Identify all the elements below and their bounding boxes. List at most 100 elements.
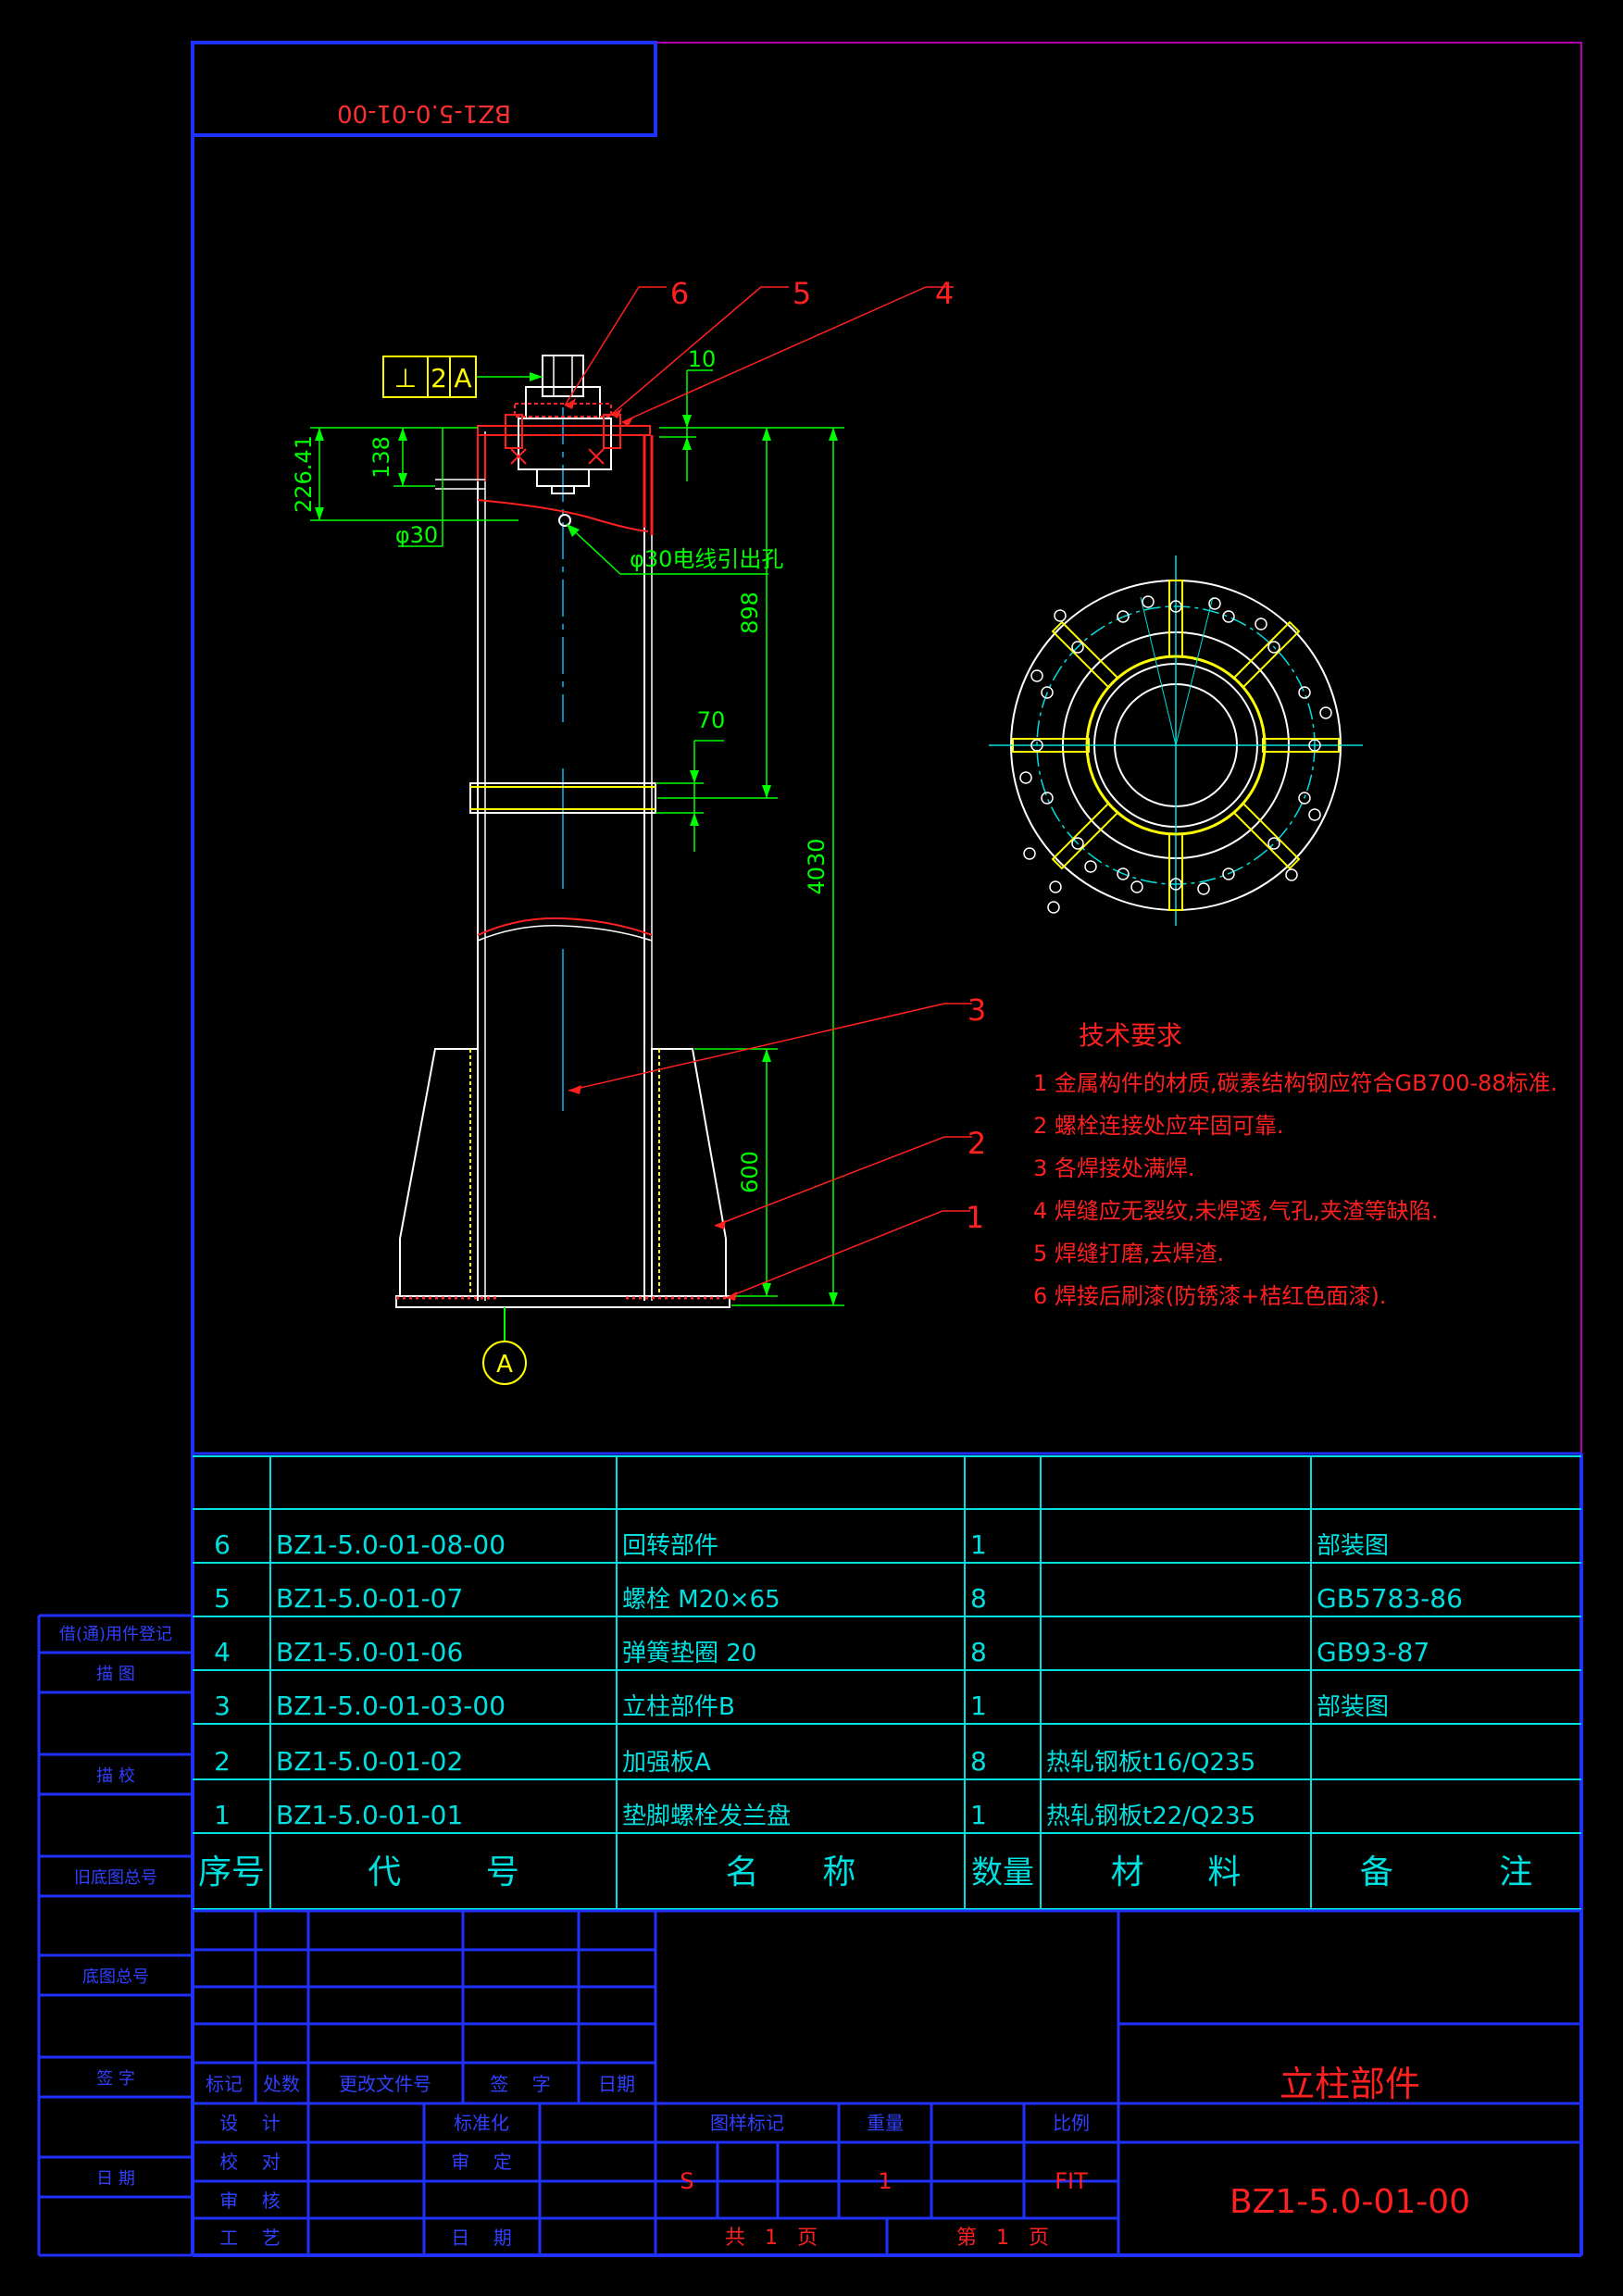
balloon-arrows [565, 398, 737, 1301]
sign-process: 工 艺 [219, 2227, 280, 2249]
bom-row-2-qty: 8 [970, 1583, 987, 1614]
bom-row-2-no: 5 [214, 1583, 231, 1614]
dim-600: 600 [737, 1151, 763, 1193]
bom-row: 3 BZ1-5.0-01-03-00 立柱部件B 1 部装图 [214, 1691, 1389, 1721]
dim-226: 226.41 [291, 435, 317, 513]
side-label-borrowed: 借(通)用件登记 [59, 1625, 172, 1644]
tolerance-symbol: ⊥ [394, 363, 417, 393]
bom-row-2-code: BZ1-5.0-01-07 [276, 1583, 463, 1614]
bom-row-4-no: 3 [214, 1691, 231, 1721]
sign-date: 日 期 [451, 2227, 511, 2249]
bom-header-material: 材 料 [1111, 1853, 1242, 1891]
bom-grid [193, 1455, 1581, 1910]
bom-header-code: 代 号 [368, 1853, 519, 1891]
dim-phi30: φ30 [395, 522, 438, 548]
part-name: 立柱部件 [1280, 2064, 1420, 2104]
rev-header-date: 日期 [598, 2073, 635, 2095]
drawing-number: BZ1-5.0-01-00 [1230, 2183, 1470, 2221]
stage-header-weight: 重量 [867, 2112, 904, 2134]
tech-item-1: 1 金属构件的材质,碳素结构钢应符合GB700-88标准. [1033, 1070, 1557, 1096]
tech-title: 技术要求 [1079, 1020, 1182, 1051]
rev-header-sign: 签 字 [490, 2073, 550, 2095]
side-label-check: 描 校 [96, 1766, 135, 1786]
dim-70: 70 [697, 707, 726, 733]
bom-header-qty: 数量 [971, 1854, 1034, 1891]
side-label-sign: 签 字 [96, 2069, 135, 2089]
dim-4030: 4030 [804, 838, 830, 894]
sign-approve: 审 定 [451, 2151, 511, 2173]
bom-row-1-no: 6 [214, 1529, 231, 1560]
bom-row-3-code: BZ1-5.0-01-06 [276, 1637, 463, 1667]
datum-label: A [496, 1351, 513, 1379]
flange-top-view [989, 555, 1363, 926]
tech-item-5: 5 焊缝打磨,去焊渣. [1033, 1241, 1224, 1267]
column-front-view [395, 355, 730, 1308]
bom-row: 1 BZ1-5.0-01-01 垫脚螺栓发兰盘 1 热轧钢板t22/Q235 [214, 1800, 1255, 1830]
sheets-total: 共 1 页 [725, 2227, 818, 2250]
scale-value: FIT [1055, 2168, 1088, 2194]
bom-row: 2 BZ1-5.0-01-02 加强板A 8 热轧钢板t16/Q235 [214, 1746, 1255, 1777]
rev-header-mark: 标记 [206, 2073, 243, 2095]
bom-row-6-no: 1 [214, 1800, 231, 1830]
title-block-grid [193, 1909, 1581, 2255]
dimension-lines [310, 369, 844, 1306]
sign-standard: 标准化 [454, 2112, 509, 2134]
tech-item-6: 6 焊接后刷漆(防锈漆+桔红色面漆). [1033, 1283, 1386, 1309]
sign-review: 审 核 [219, 2190, 280, 2212]
tolerance-frame [382, 356, 477, 398]
bom-row-1-name: 回转部件 [622, 1532, 718, 1560]
bom-row-1-qty: 1 [970, 1529, 987, 1560]
bom-row-1-remark: 部装图 [1317, 1532, 1389, 1560]
bom-row-4-code: BZ1-5.0-01-03-00 [276, 1691, 506, 1721]
tolerance-value: 2 [431, 363, 447, 393]
bom-row-5-code: BZ1-5.0-01-02 [276, 1746, 463, 1777]
bom-row-3-no: 4 [214, 1637, 231, 1667]
datum-marker [482, 1307, 527, 1385]
dim-cable-hole: φ30电线引出孔 [630, 546, 783, 572]
side-label-old-number: 旧底图总号 [74, 1868, 157, 1888]
side-label-trace: 描 图 [96, 1665, 135, 1684]
balloon-1: 1 [966, 1200, 984, 1235]
tech-item-4: 4 焊缝应无裂纹,未焊透,气孔,夹渣等缺陷. [1033, 1198, 1438, 1224]
stage-header-scale: 比例 [1053, 2112, 1090, 2134]
bom-row-3-remark: GB93-87 [1317, 1637, 1429, 1667]
bom-header-name: 名 称 [726, 1853, 856, 1891]
bom-row-1-code: BZ1-5.0-01-08-00 [276, 1529, 506, 1560]
balloon-2: 2 [968, 1126, 986, 1161]
dim-10: 10 [688, 346, 717, 372]
side-column [37, 1614, 193, 2257]
balloon-5: 5 [793, 276, 811, 311]
bom-row-6-code: BZ1-5.0-01-01 [276, 1800, 463, 1830]
sign-proof: 校 对 [219, 2151, 280, 2173]
bom-row-5-qty: 8 [970, 1746, 987, 1777]
balloon-3: 3 [968, 992, 986, 1028]
tech-item-3: 3 各焊接处满焊. [1033, 1155, 1195, 1181]
bom-row-5-material: 热轧钢板t16/Q235 [1046, 1749, 1255, 1777]
bom-header-remark: 备 注 [1360, 1853, 1532, 1891]
tech-item-2: 2 螺栓连接处应牢固可靠. [1033, 1113, 1284, 1139]
sign-design: 设 计 [219, 2112, 280, 2134]
balloon-leaders [564, 286, 972, 1299]
bom-row-3-qty: 8 [970, 1637, 987, 1667]
rev-header-doc: 更改文件号 [339, 2073, 431, 2095]
stamp-code: BZ1-5.0-01-00 [337, 99, 511, 127]
bom-row-2-remark: GB5783-86 [1317, 1583, 1463, 1614]
bom-row: 4 BZ1-5.0-01-06 弹簧垫圈 20 8 GB93-87 [214, 1637, 1429, 1667]
bom-row-2-name: 螺栓 M20×65 [622, 1586, 780, 1614]
bom-header-no: 序号 [198, 1853, 265, 1891]
bom-row-6-qty: 1 [970, 1800, 987, 1830]
dim-138: 138 [368, 436, 394, 479]
side-label-date: 日 期 [96, 2169, 135, 2189]
bom-row-5-name: 加强板A [622, 1749, 711, 1777]
side-label-base-number: 底图总号 [82, 1967, 149, 1987]
balloon-4: 4 [935, 276, 954, 311]
bom-row-4-remark: 部装图 [1317, 1693, 1389, 1721]
bom-row-4-name: 立柱部件B [622, 1693, 735, 1721]
stage-header-mark: 图样标记 [710, 2112, 784, 2134]
dimension-arrows [315, 372, 838, 1305]
bom-row-6-name: 垫脚螺栓发兰盘 [622, 1803, 791, 1830]
rev-header-count: 处数 [263, 2073, 300, 2095]
dim-898: 898 [737, 592, 763, 634]
sheet-number: 第 1 页 [956, 2227, 1049, 2250]
